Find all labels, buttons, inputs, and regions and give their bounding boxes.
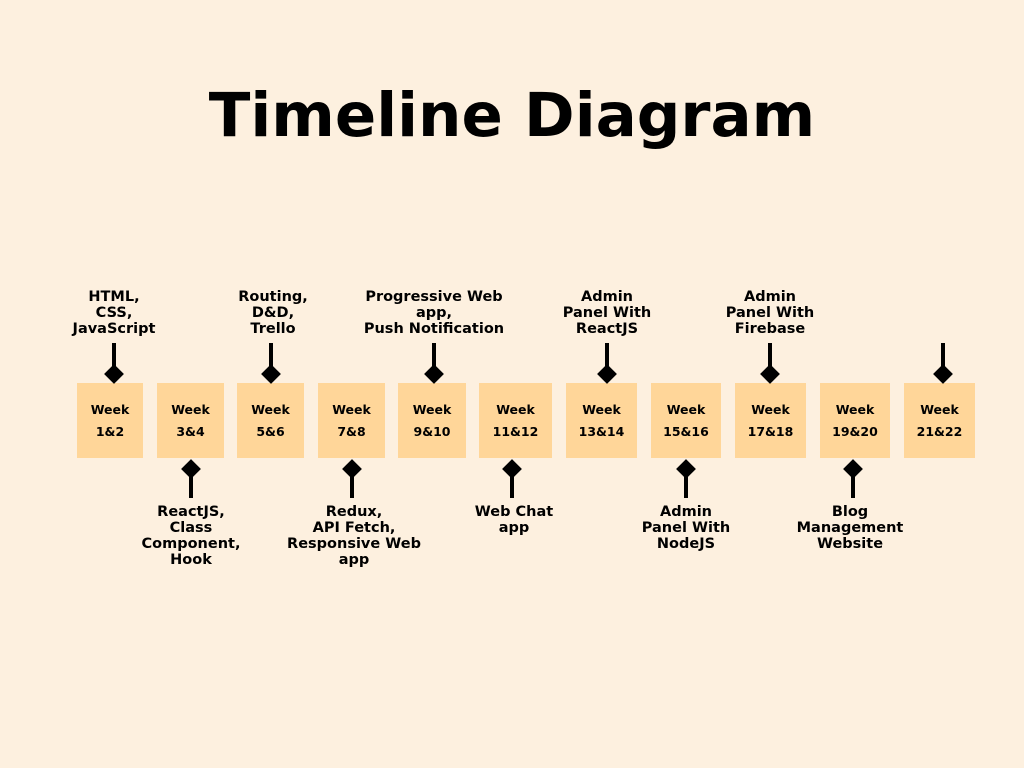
week-label: Week — [920, 401, 959, 417]
diamond-icon — [502, 459, 522, 479]
week-label: Week — [251, 401, 290, 417]
diamond-icon — [933, 364, 953, 384]
week-label: Week — [496, 401, 535, 417]
diamond-icon — [843, 459, 863, 479]
diamond-icon — [181, 459, 201, 479]
week-range: 15&16 — [663, 423, 709, 439]
marker-stem — [510, 468, 514, 498]
milestone-label-5: Progressive Web app, Push Notification — [363, 289, 505, 337]
milestone-marker-2 — [181, 459, 201, 500]
week-box-11: Week 21&22 — [904, 383, 975, 458]
week-box-3: Week 5&6 — [237, 383, 304, 458]
week-box-5: Week 9&10 — [398, 383, 466, 458]
week-label: Week — [582, 401, 621, 417]
diamond-icon — [676, 459, 696, 479]
marker-stem — [851, 468, 855, 498]
marker-stem — [941, 343, 945, 373]
marker-stem — [432, 343, 436, 373]
milestone-marker-1 — [104, 343, 124, 384]
milestone-marker-5 — [424, 343, 444, 384]
week-box-1: Week 1&2 — [77, 383, 143, 458]
milestone-label-9: Admin Panel With Firebase — [725, 289, 815, 337]
milestone-marker-9 — [760, 343, 780, 384]
marker-stem — [605, 343, 609, 373]
milestone-marker-7 — [597, 343, 617, 384]
milestone-label-1: HTML, CSS, JavaScript — [72, 289, 156, 337]
week-range: 19&20 — [832, 423, 878, 439]
week-range: 3&4 — [176, 423, 205, 439]
milestone-label-4: Redux, API Fetch, Responsive Web app — [287, 504, 421, 568]
week-label: Week — [751, 401, 790, 417]
marker-stem — [269, 343, 273, 373]
milestone-marker-8 — [676, 459, 696, 500]
week-label: Week — [412, 401, 452, 417]
milestone-marker-4 — [342, 459, 362, 500]
milestone-label-2: ReactJS, Class Component, Hook — [141, 504, 241, 568]
week-label: Week — [90, 401, 130, 417]
diamond-icon — [424, 364, 444, 384]
week-range: 13&14 — [578, 423, 625, 439]
diamond-icon — [597, 364, 617, 384]
milestone-label-10: Blog Management Website — [796, 504, 904, 552]
week-label: Week — [666, 401, 706, 417]
marker-stem — [350, 468, 354, 498]
diagram-title: Timeline Diagram — [208, 80, 816, 151]
diamond-icon — [104, 364, 124, 384]
milestone-marker-6 — [502, 459, 522, 500]
milestone-marker-10 — [843, 459, 863, 500]
week-range: 7&8 — [337, 423, 366, 439]
week-box-6: Week 11&12 — [479, 383, 552, 458]
week-box-2: Week 3&4 — [157, 383, 224, 458]
marker-stem — [189, 468, 193, 498]
week-box-7: Week 13&14 — [566, 383, 637, 458]
week-label: Week — [171, 401, 210, 417]
diamond-icon — [760, 364, 780, 384]
week-box-4: Week 7&8 — [318, 383, 385, 458]
diamond-icon — [342, 459, 362, 479]
milestone-marker-3 — [261, 343, 281, 384]
week-range: 1&2 — [95, 423, 125, 439]
week-range: 9&10 — [413, 423, 451, 439]
marker-stem — [684, 468, 688, 498]
milestone-marker-11 — [933, 343, 953, 384]
milestone-label-8: Admin Panel With NodeJS — [641, 504, 731, 552]
milestone-label-6: Web Chat app — [474, 504, 554, 536]
week-range: 17&18 — [747, 423, 794, 439]
week-range: 21&22 — [916, 423, 963, 439]
week-range: 5&6 — [256, 423, 285, 439]
week-range: 11&12 — [492, 423, 539, 439]
week-label: Week — [332, 401, 371, 417]
marker-stem — [112, 343, 116, 373]
milestone-label-3: Routing, D&D, Trello — [238, 289, 308, 337]
week-box-10: Week 19&20 — [820, 383, 890, 458]
week-box-8: Week 15&16 — [651, 383, 721, 458]
week-label: Week — [835, 401, 875, 417]
week-box-9: Week 17&18 — [735, 383, 806, 458]
marker-stem — [768, 343, 772, 373]
milestone-label-7: Admin Panel With ReactJS — [562, 289, 652, 337]
diamond-icon — [261, 364, 281, 384]
